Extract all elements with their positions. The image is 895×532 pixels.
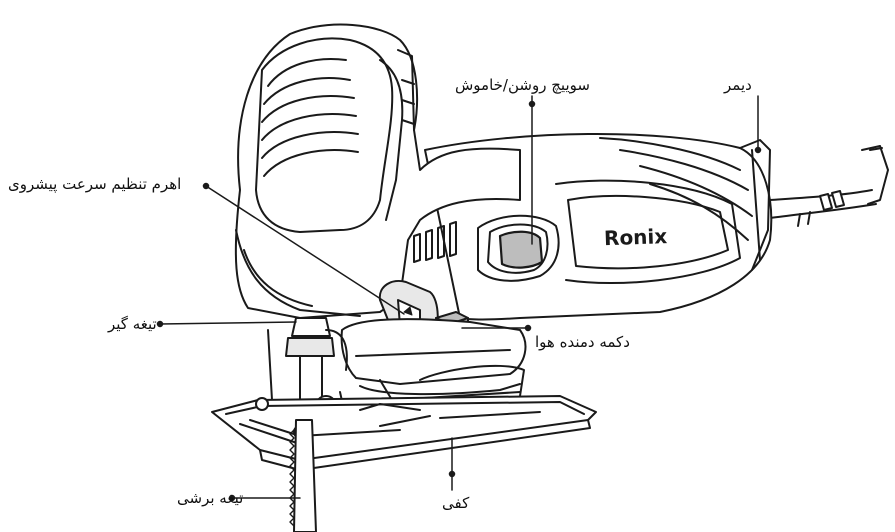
cutting-blade [289, 419, 317, 532]
label-power-switch: سوییچ روشن/خاموش [455, 76, 590, 94]
label-dimmer: دیمر [724, 76, 752, 94]
label-speed-lever: اهرم تنظیم سرعت پیشروی [8, 175, 182, 193]
power-cord [769, 145, 889, 227]
leader-blade-holder [159, 321, 297, 325]
label-blade-holder: تیغه گیر [108, 315, 157, 333]
brand-logo: Ronix [604, 224, 668, 250]
lower-housing [340, 318, 527, 401]
power-switch-button [498, 230, 544, 269]
label-air-blower-button: دکمه دمنده هوا [535, 333, 630, 351]
label-cutting-blade: تیغه برشی [177, 489, 244, 507]
leader-lines [156, 95, 762, 502]
leader-speed-lever [205, 185, 405, 315]
handle [234, 23, 521, 319]
label-base-plate: کفی [442, 494, 470, 512]
